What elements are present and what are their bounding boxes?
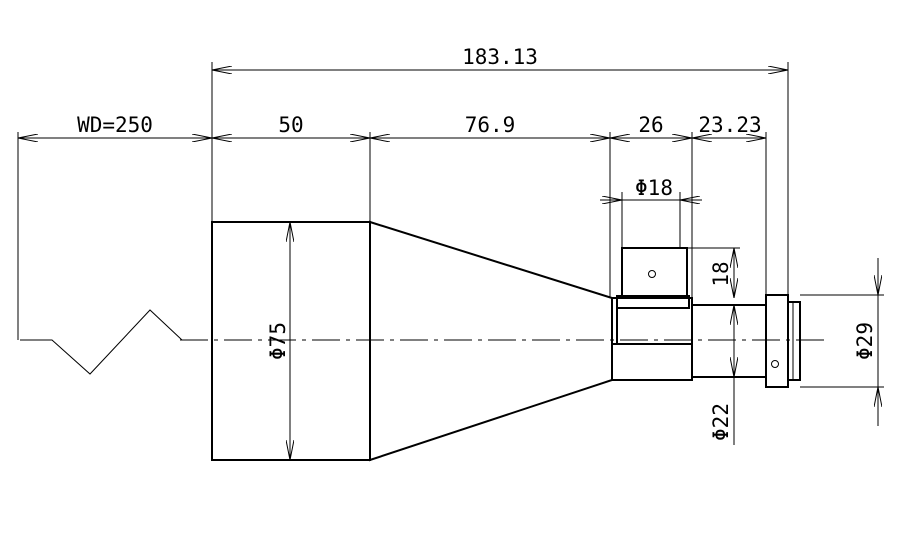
- mount-diameter-label: Φ29: [853, 322, 877, 360]
- mount-screw-icon: [771, 360, 779, 368]
- body-diameter-label: Φ22: [709, 403, 733, 441]
- tube-diameter-label: Φ18: [635, 176, 673, 200]
- break-line: [20, 309, 183, 375]
- tapered-section: [369, 220, 613, 462]
- side-tube: [621, 247, 688, 299]
- taper-length-label: 76.9: [465, 113, 516, 137]
- screw-icon: [648, 270, 656, 278]
- overall-length-label: 183.13: [462, 45, 538, 69]
- mount-ring: [765, 294, 789, 388]
- rear-section-label: 23.23: [698, 113, 761, 137]
- front-diameter-label: Φ75: [266, 322, 290, 360]
- working-distance-label: WD=250: [77, 113, 153, 137]
- body-section: [611, 297, 693, 381]
- mid-section-label: 26: [638, 113, 663, 137]
- front-barrel: [211, 221, 371, 461]
- mount-flange: [787, 301, 801, 381]
- side-tube-collar: [616, 295, 690, 309]
- front-barrel-label: 50: [278, 113, 303, 137]
- rear-tube: [691, 304, 767, 378]
- tube-height-label: 18: [709, 261, 733, 286]
